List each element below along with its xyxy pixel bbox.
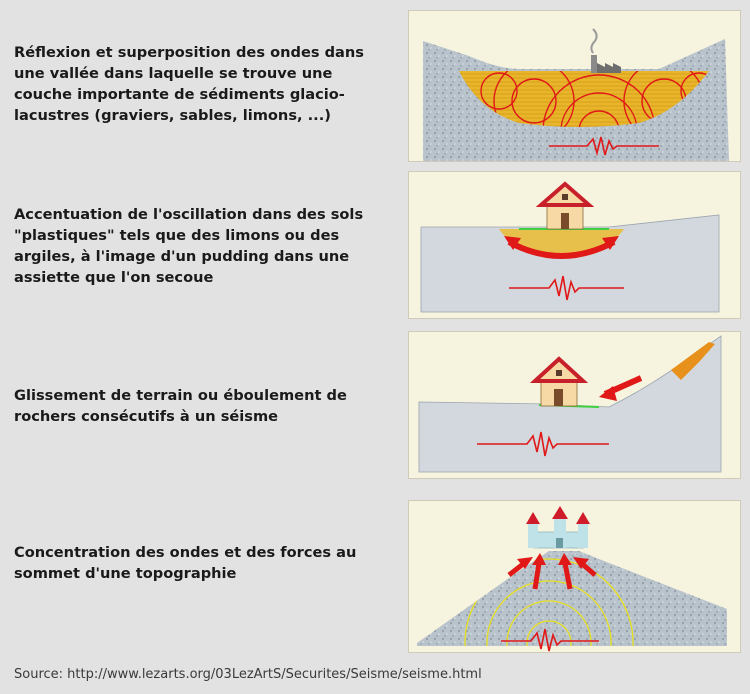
rock-slope [418, 335, 722, 473]
caption-landslide: Glissement de terrain ou éboulement de r… [14, 387, 347, 425]
source-citation: Source: http://www.lezarts.org/03LezArtS… [14, 667, 482, 682]
panel-valley-sediments [408, 10, 741, 162]
seismograph-icon [477, 431, 609, 457]
rock-hill [417, 551, 727, 646]
wave-arcs [464, 558, 634, 646]
caption-plastic-soils: Accentuation de l'oscillation dans des s… [14, 206, 364, 286]
panel-landslide [408, 331, 741, 479]
factory-icon [590, 28, 621, 73]
seismograph-icon [501, 628, 599, 652]
landslide-block [671, 342, 715, 380]
wave-circles [480, 71, 709, 127]
house-icon [535, 181, 595, 230]
caption-wave-reflection: Réflexion et superposition des ondes dan… [14, 44, 364, 124]
rock-plain [420, 214, 720, 313]
sediment-layer [459, 71, 709, 127]
panel-plastic-soils [408, 171, 741, 319]
seismograph-icon [549, 136, 659, 157]
caption-topographic-focusing: Concentration des ondes et des forces au… [14, 544, 357, 582]
house-icon [529, 356, 589, 407]
seismograph-icon [509, 275, 624, 301]
panel-topographic-focusing [408, 500, 741, 653]
castle-icon [526, 506, 590, 549]
